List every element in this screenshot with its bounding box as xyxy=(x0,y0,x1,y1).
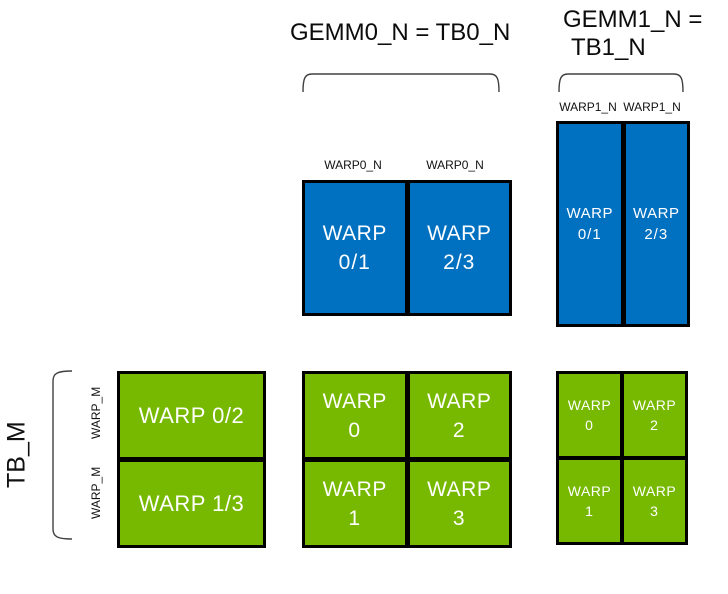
gemm0-n-extent-bracket-icon xyxy=(302,70,500,94)
gemm1-column-labels: WARP1_N WARP1_N xyxy=(556,100,684,114)
warp1-n-label: WARP1_N xyxy=(623,100,681,114)
warp-tile: WARP 0 xyxy=(305,374,405,457)
warp-tile: WARP 2 xyxy=(409,374,509,457)
gemm0-b-warp-tiles: WARP 0/1 WARP 2/3 xyxy=(302,180,512,316)
warp-tile: WARP 2/3 xyxy=(625,124,687,324)
warp-m-label-row0: WARP_M xyxy=(89,386,103,440)
gemm1-n-extent-bracket-icon xyxy=(558,70,684,94)
tb-a-warp-tiles: WARP 0/2 WARP 1/3 xyxy=(117,371,266,548)
tb-m-extent-bracket-icon xyxy=(48,370,74,540)
gemm1-b-warp-tiles: WARP 0/1 WARP 2/3 xyxy=(556,121,690,327)
warp-tile: WARP 0/1 xyxy=(305,183,405,313)
tb-m-label: TB_M xyxy=(2,421,31,489)
warp-tile: WARP 2/3 xyxy=(409,183,509,313)
gemm1-n-title: GEMM1_N = TB1_N xyxy=(563,6,702,62)
warp-tile: WARP 0/1 xyxy=(559,124,621,324)
warp-tile: WARP 2 xyxy=(624,374,685,456)
warp-tile: WARP 3 xyxy=(624,460,685,542)
warp0-n-label: WARP0_N xyxy=(426,158,484,172)
warp-tile: WARP 3 xyxy=(409,462,509,545)
gemm1-n-title-line1: GEMM1_N = xyxy=(563,6,703,33)
warp0-n-label: WARP0_N xyxy=(324,158,382,172)
warp-tile: WARP 1/3 xyxy=(120,462,263,545)
warp-tile: WARP 1 xyxy=(305,462,405,545)
gemm1-n-title-line2: TB1_N xyxy=(571,34,646,61)
warp-m-label-row1: WARP_M xyxy=(89,466,103,520)
warp-tile: WARP 0 xyxy=(559,374,620,456)
warp-tile: WARP 1 xyxy=(559,460,620,542)
gemm0-n-title: GEMM0_N = TB0_N xyxy=(290,19,511,46)
gemm1-c-warp-tiles: WARP 0 WARP 2 WARP 1 WARP 3 xyxy=(556,371,688,545)
warp1-n-label: WARP1_N xyxy=(559,100,617,114)
warp-tile: WARP 0/2 xyxy=(120,374,263,457)
gemm0-c-warp-tiles: WARP 0 WARP 2 WARP 1 WARP 3 xyxy=(302,371,512,548)
gemm0-column-labels: WARP0_N WARP0_N xyxy=(302,158,506,172)
